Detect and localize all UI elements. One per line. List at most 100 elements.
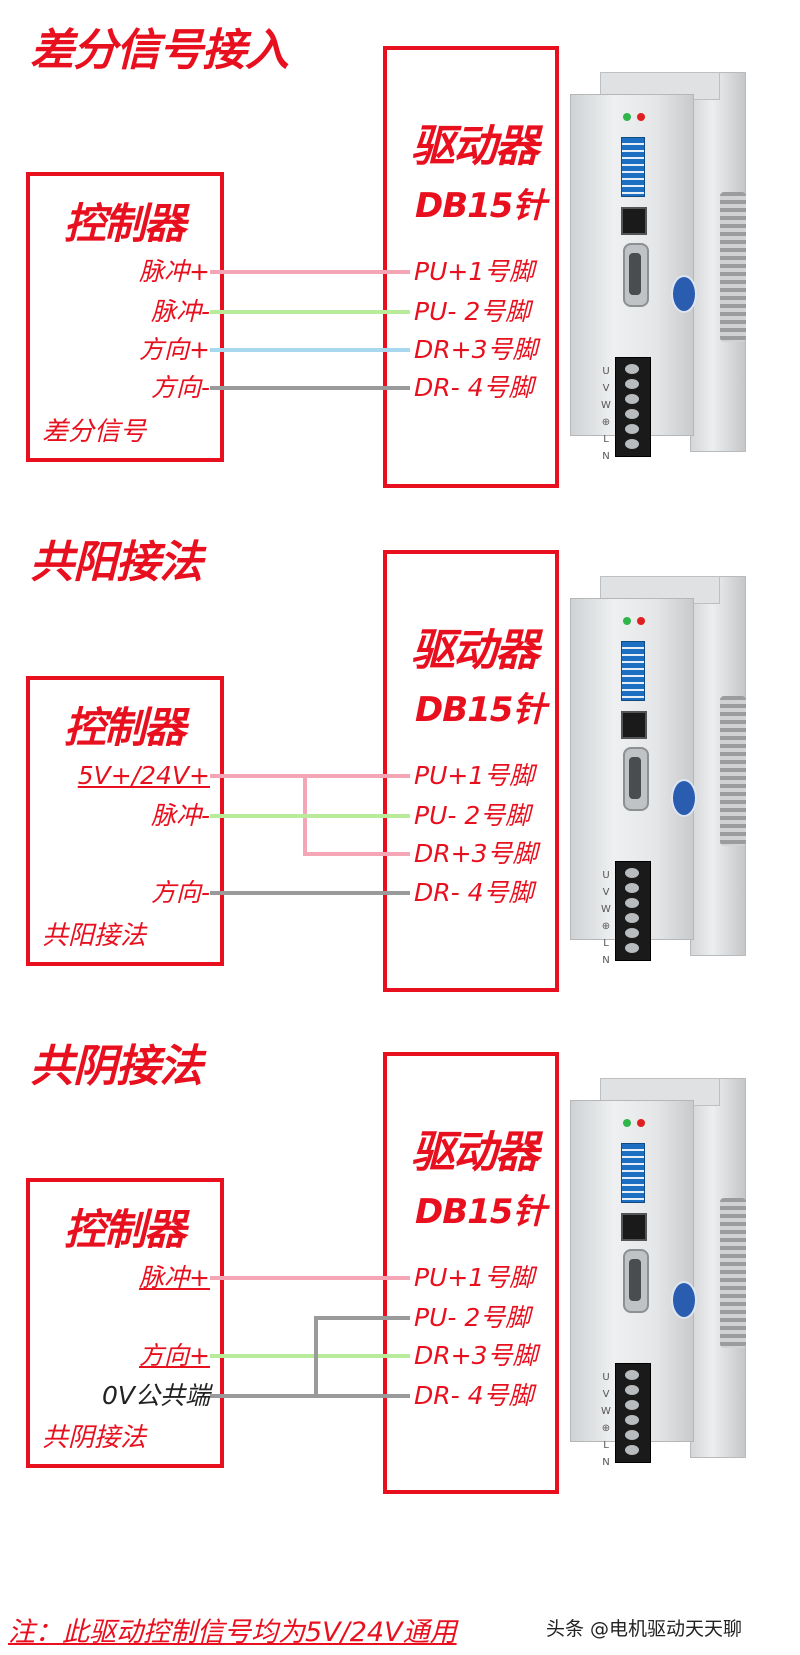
driver-pin-label: PU+1号脚: [414, 1263, 535, 1292]
driver-pin-label: PU+1号脚: [414, 761, 535, 790]
ctrl-pin-label: 脉冲+: [139, 257, 210, 286]
driver-pin-label: DR- 4号脚: [414, 1381, 534, 1410]
driver-subtitle: DB15针: [415, 1192, 546, 1232]
terminal-label: N: [602, 955, 610, 966]
section-title: 共阳接法: [30, 537, 203, 588]
terminal-screw-icon: [625, 1370, 639, 1380]
driver-title: 驱动器: [411, 625, 539, 676]
db15-connector-icon: [623, 243, 649, 307]
wire-vcc-to-pu-plus: [210, 774, 410, 778]
driver-pin-label: DR+3号脚: [414, 839, 538, 868]
wire-gnd-to-dr-minus: [210, 1394, 410, 1398]
wire-dir-plus: [210, 348, 410, 352]
driver-pin-label: PU- 2号脚: [414, 297, 531, 326]
wire-dir-plus: [210, 1354, 410, 1358]
wire-gnd-branch: [314, 1316, 318, 1398]
terminal-screw-icon: [625, 1415, 639, 1425]
driver-title: 驱动器: [411, 1127, 539, 1178]
db15-connector-icon: [623, 747, 649, 811]
terminal-label: V: [602, 383, 610, 394]
controller-box: 控制器 差分信号: [26, 172, 224, 462]
rj45-port-icon: [621, 207, 647, 235]
ctrl-pin-label: 脉冲-: [150, 801, 210, 830]
ctrl-pin-label: 方向+: [139, 1341, 210, 1370]
wire-pulse-minus: [210, 310, 410, 314]
terminal-block-icon: [615, 357, 651, 457]
terminal-label: ⊕: [601, 417, 611, 428]
section-differential: 差分信号接入 控制器 差分信号 驱动器 DB15针 脉冲+ 脉冲- 方向+ 方向…: [0, 0, 800, 510]
badge-icon: [671, 275, 697, 313]
terminal-screw-icon: [625, 1385, 639, 1395]
terminal-label: N: [602, 451, 610, 462]
controller-title: 控制器: [64, 199, 186, 248]
controller-title: 控制器: [64, 703, 186, 752]
wire-pulse-minus: [210, 814, 410, 818]
section-title: 差分信号接入: [30, 25, 289, 76]
section-title: 共阴接法: [30, 1041, 203, 1092]
terminal-block-icon: [615, 861, 651, 961]
wire-vcc-to-dr-plus: [303, 852, 410, 856]
terminal-label: W: [601, 1406, 611, 1417]
controller-box: 控制器 共阴接法: [26, 1178, 224, 1468]
terminal-screw-icon: [625, 1400, 639, 1410]
driver-pin-label: DR- 4号脚: [414, 373, 534, 402]
section-common-cathode: 共阴接法 控制器 共阴接法 驱动器 DB15针 脉冲+ 方向+ 0V公共端 PU…: [0, 1014, 800, 1524]
controller-title: 控制器: [64, 1205, 186, 1254]
driver-pin-label: PU- 2号脚: [414, 801, 531, 830]
terminal-label: V: [602, 1389, 610, 1400]
controller-box: 控制器 共阳接法: [26, 676, 224, 966]
driver-pin-label: DR+3号脚: [414, 1341, 538, 1370]
controller-footer: 共阴接法: [42, 1423, 147, 1453]
section-common-anode: 共阳接法 控制器 共阳接法 驱动器 DB15针 5V+/24V+ 脉冲- 方向-…: [0, 510, 800, 1020]
terminal-label: L: [603, 1440, 609, 1451]
driver-box: 驱动器 DB15针: [383, 1052, 559, 1494]
terminal-screw-icon: [625, 1445, 639, 1455]
driver-pin-label: DR+3号脚: [414, 335, 538, 364]
terminal-screw-icon: [625, 409, 639, 419]
heatsink-icon: [720, 1198, 746, 1348]
badge-icon: [671, 1281, 697, 1319]
wire-dir-minus: [210, 891, 410, 895]
terminal-label: W: [601, 400, 611, 411]
led-icon: [623, 113, 653, 123]
terminal-screw-icon: [625, 424, 639, 434]
terminal-label: U: [602, 366, 610, 377]
led-icon: [623, 1119, 653, 1129]
heatsink-icon: [720, 696, 746, 846]
terminal-screw-icon: [625, 928, 639, 938]
terminal-label: L: [603, 938, 609, 949]
terminal-label: ⊕: [601, 921, 611, 932]
terminal-label: N: [602, 1457, 610, 1468]
driver-pin-label: PU- 2号脚: [414, 1303, 531, 1332]
terminal-screw-icon: [625, 943, 639, 953]
terminal-label: U: [602, 1372, 610, 1383]
terminal-label: ⊕: [601, 1423, 611, 1434]
footer-note: 注：此驱动控制信号均为5V/24V通用: [8, 1617, 457, 1648]
heatsink-icon: [720, 192, 746, 342]
wire-pulse-plus: [210, 270, 410, 274]
ctrl-pin-label: 脉冲-: [150, 297, 210, 326]
terminal-screw-icon: [625, 1430, 639, 1440]
ctrl-pin-label: 0V公共端: [101, 1381, 210, 1410]
terminal-block-icon: [615, 1363, 651, 1463]
controller-footer: 共阳接法: [42, 921, 147, 951]
terminal-label: L: [603, 434, 609, 445]
led-icon: [623, 617, 653, 627]
terminal-screw-icon: [625, 898, 639, 908]
terminal-label: V: [602, 887, 610, 898]
terminal-screw-icon: [625, 913, 639, 923]
wire-gnd-to-pu-minus: [314, 1316, 410, 1320]
controller-footer: 差分信号: [42, 417, 147, 447]
driver-subtitle: DB15针: [415, 690, 546, 730]
driver-subtitle: DB15针: [415, 186, 546, 226]
driver-title: 驱动器: [411, 121, 539, 172]
ctrl-pin-label: 5V+/24V+: [77, 761, 210, 790]
dip-switch-icon: [621, 641, 645, 701]
